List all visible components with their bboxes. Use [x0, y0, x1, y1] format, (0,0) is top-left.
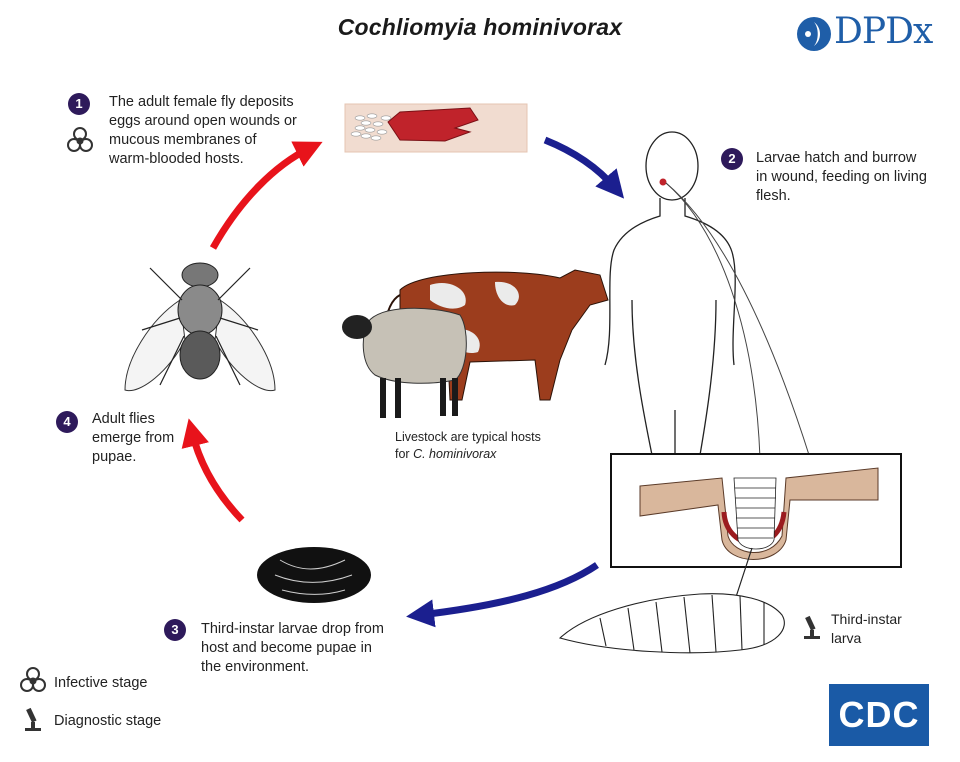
- legend-biohazard-icon: [20, 667, 46, 692]
- zoom-line-lower: [665, 182, 761, 459]
- adult-fly-illustration: [124, 262, 276, 392]
- dpdx-logo-text: DPDx: [834, 11, 933, 52]
- third-instar-larva-illustration: [558, 593, 785, 654]
- step-3-text: Third-instar larvae drop from host and b…: [201, 621, 384, 675]
- legend-microscope-icon: [25, 707, 41, 731]
- step-4-badge: 4: [56, 411, 78, 433]
- step-2-badge: 2: [721, 148, 743, 170]
- microscope-icon: [804, 615, 820, 639]
- step-1-badge: 1: [68, 93, 90, 115]
- pupa-illustration: [257, 547, 371, 603]
- legend-diagnostic-label: Diagnostic stage: [54, 713, 162, 729]
- biohazard-icon: [67, 127, 93, 152]
- step-4-text: Adult flies emerge from pupae.: [92, 411, 175, 465]
- step-1-text: The adult female fly deposits eggs aroun…: [109, 94, 297, 167]
- dpdx-logo-icon: [797, 17, 831, 51]
- wound-site-marker: [659, 178, 667, 186]
- zoom-line-upper: [665, 182, 811, 459]
- cdc-logo: CDC: [829, 684, 929, 746]
- livestock-caption: Livestock are typical hosts for C. homin…: [395, 430, 541, 461]
- dpdx-logo: DPDx: [792, 11, 942, 56]
- wound-cross-section-illustration: [610, 453, 902, 601]
- sheep-illustration: [342, 307, 467, 418]
- page-title: Cochliomyia hominivorax: [337, 14, 623, 40]
- arrow-4-to-1: [209, 141, 323, 250]
- larva-label: Third-instar larva: [831, 611, 902, 646]
- step-2-text: Larvae hatch and burrow in wound, feedin…: [756, 150, 927, 204]
- step-3-badge: 3: [164, 619, 186, 641]
- arrow-1-to-2: [543, 136, 625, 199]
- legend-infective-label: Infective stage: [54, 675, 148, 691]
- wound-with-eggs-illustration: [344, 103, 528, 153]
- human-host-outline: [604, 131, 736, 456]
- arrow-2-to-3: [406, 562, 599, 628]
- arrow-3-to-4: [181, 418, 245, 523]
